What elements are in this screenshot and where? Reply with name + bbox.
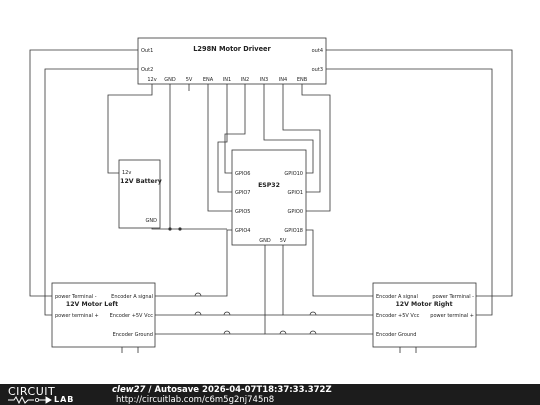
motor-left-body (51, 282, 156, 348)
esp32-pin-gpio18: GPIO18 (284, 228, 303, 234)
wire-enb-gpio0 (301, 84, 331, 212)
wire-in4-gpio1 (282, 84, 321, 193)
crossover-hop (309, 330, 317, 335)
motor-left[interactable]: power Terminal - 12V Motor Left power te… (51, 282, 156, 348)
wire-5v-encoder-vcc (282, 245, 373, 316)
esp32-pin-gpio6: GPIO6 (235, 171, 250, 177)
crossover-hop (279, 330, 287, 335)
wire-12v-battery (107, 84, 153, 174)
motor-left-pin-enc-gnd: Encoder Ground (113, 332, 153, 338)
junction-dots (168, 227, 182, 231)
pin-in2: IN2 (241, 77, 249, 83)
circuitlab-logo-lab: LAB (8, 395, 74, 404)
motor-right-pin-enc-a: Encoder A signal (376, 294, 418, 300)
wire-in3-gpio10 (263, 84, 314, 174)
motor-right[interactable]: Encoder A signal 12V Motor Right Encoder… (372, 282, 477, 348)
pin-in3: IN3 (260, 77, 268, 83)
pin-out3: out3 (312, 67, 323, 73)
pin-5v: 5V (186, 77, 193, 83)
circuitlab-logo-text: CIRCUIT (8, 385, 56, 398)
motor-right-stubs (399, 347, 417, 353)
battery-title: 12V Battery (120, 178, 162, 185)
logo-lab-text: LAB (54, 395, 75, 404)
esp32[interactable]: ESP32 GPIO6 GPIO7 GPIO5 GPIO4 GPIO10 GPI… (231, 149, 307, 246)
wire-gnd-bus (169, 84, 227, 230)
wires (29, 49, 513, 353)
motor-right-pin-enc-gnd: Encoder Ground (376, 332, 416, 338)
wire-in2-gpio6 (224, 84, 246, 174)
wire-gnd-encoder-ground (264, 245, 373, 335)
circuit-wave-icon (8, 395, 52, 404)
motor-right-pin-power-pos: power terminal + (430, 313, 474, 319)
wire-ena-gpio5 (207, 84, 232, 212)
footer-bar: CIRCUIT LAB clew27 / Autosave 2026-04-07… (0, 384, 540, 405)
motor-left-stubs (121, 347, 139, 353)
esp32-title: ESP32 (258, 182, 280, 189)
pin-in4: IN4 (279, 77, 287, 83)
esp32-pin-gpio7: GPIO7 (235, 190, 250, 196)
crossover-hop (223, 311, 231, 316)
junction-dot (178, 227, 182, 231)
wire-out2-motor-left-pos (44, 68, 138, 316)
username-link[interactable]: clew27 (112, 385, 146, 395)
motor-right-title: 12V Motor Right (395, 301, 452, 308)
esp32-pin-gpio4: GPIO4 (235, 228, 250, 234)
motor-right-pin-enc-vcc: Encoder +5V Vcc (376, 313, 420, 319)
wire-out1-motor-left-neg (29, 49, 138, 297)
wire-gpio4-left-enc-a (155, 229, 232, 297)
motor-left-pin-enc-vcc: Encoder +5V Vcc (110, 313, 154, 319)
pin-12v: 12v (147, 77, 156, 83)
pin-ena: ENA (203, 77, 214, 83)
pin-gnd: GND (164, 77, 176, 83)
l298n-body (137, 37, 327, 85)
esp32-pin-gpio1: GPIO1 (288, 190, 303, 196)
esp32-body (231, 149, 307, 246)
battery-12v[interactable]: 12v 12V Battery GND (118, 159, 162, 229)
autosave-info: clew27 / Autosave 2026-04-07T18:37:33.37… (112, 385, 332, 395)
battery-pin-12v: 12v (122, 170, 131, 176)
circuit-url-link[interactable]: http://circuitlab.com/c6m5g2nj745n8 (116, 395, 275, 405)
esp32-pin-gpio5: GPIO5 (235, 209, 250, 215)
motor-right-pin-power-neg: power Terminal - (432, 294, 474, 300)
wire-in1-gpio7 (217, 84, 232, 193)
wire-crossovers (194, 292, 317, 335)
circuit-schematic: L298N Motor Driveer Out1 Out2 out4 out3 … (29, 37, 513, 353)
motor-left-pin-enc-a: Encoder A signal (111, 294, 153, 300)
l298n-title: L298N Motor Driveer (193, 45, 271, 53)
motor-left-title: 12V Motor Left (66, 301, 118, 308)
motor-right-body (372, 282, 477, 348)
motor-left-pin-power-neg: power Terminal - (55, 294, 97, 300)
l298n-driver[interactable]: L298N Motor Driveer Out1 Out2 out4 out3 … (137, 37, 327, 85)
crossover-hop (223, 330, 231, 335)
esp32-pin-5v: 5V (280, 238, 287, 244)
crossover-hop (194, 292, 202, 297)
pin-in1: IN1 (223, 77, 231, 83)
wire-gpio18-right-enc-a (306, 229, 373, 297)
wire-out3-motor-right-pos (326, 68, 493, 316)
pin-out4: out4 (312, 48, 323, 54)
autosave-text: Autosave 2026-04-07T18:37:33.372Z (154, 385, 332, 395)
pin-out2: Out2 (141, 67, 153, 73)
crossover-hop (194, 311, 202, 316)
battery-pin-gnd: GND (146, 218, 158, 224)
esp32-pin-gnd: GND (259, 238, 271, 244)
esp32-pin-gpio0: GPIO0 (288, 209, 303, 215)
battery-body (118, 159, 161, 229)
pin-out1: Out1 (141, 48, 153, 54)
separator: / (145, 385, 155, 395)
pin-enb: ENB (297, 77, 308, 83)
motor-left-pin-power-pos: power terminal + (55, 313, 99, 319)
wire-out4-motor-right-neg (326, 49, 513, 297)
crossover-hop (309, 311, 317, 316)
esp32-pin-gpio10: GPIO10 (284, 171, 303, 177)
junction-dot (168, 227, 172, 231)
